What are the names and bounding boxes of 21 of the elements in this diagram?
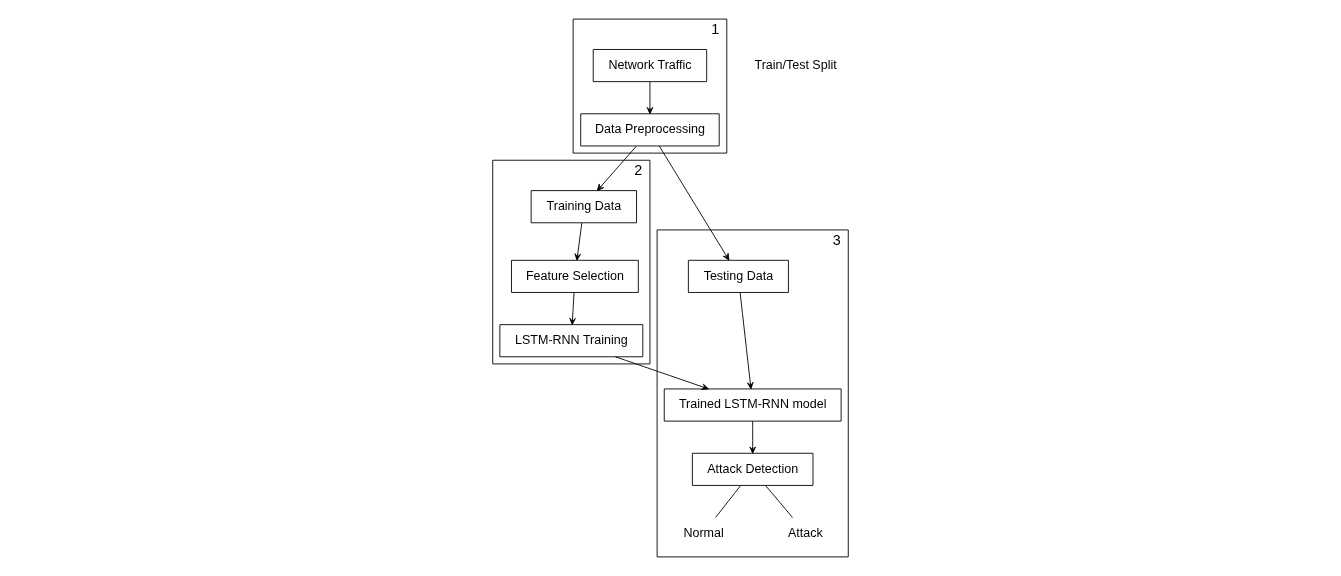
arrow bbox=[739, 292, 754, 390]
node-box: Attack Detection bbox=[691, 452, 814, 486]
node-box: Data Preprocessing bbox=[580, 113, 720, 147]
node-box: Network Traffic bbox=[592, 49, 708, 83]
node-box: Trained LSTM-RNN model bbox=[663, 388, 842, 422]
node-box: LSTM-RNN Training bbox=[499, 324, 644, 358]
arrow bbox=[615, 356, 709, 390]
arrow bbox=[658, 145, 730, 261]
arrow bbox=[749, 420, 756, 454]
node-box: Training Data bbox=[530, 190, 637, 224]
node-text: Normal bbox=[683, 525, 724, 540]
node-text: Attack bbox=[788, 525, 823, 540]
node-box: Testing Data bbox=[687, 259, 789, 293]
arrow bbox=[646, 81, 654, 115]
arrow bbox=[596, 145, 637, 191]
arrow bbox=[574, 222, 583, 261]
connector bbox=[765, 485, 793, 518]
connector bbox=[715, 485, 741, 518]
arrow bbox=[569, 292, 576, 325]
node-box: Feature Selection bbox=[511, 259, 639, 293]
label: Train/Test Split bbox=[754, 57, 837, 72]
